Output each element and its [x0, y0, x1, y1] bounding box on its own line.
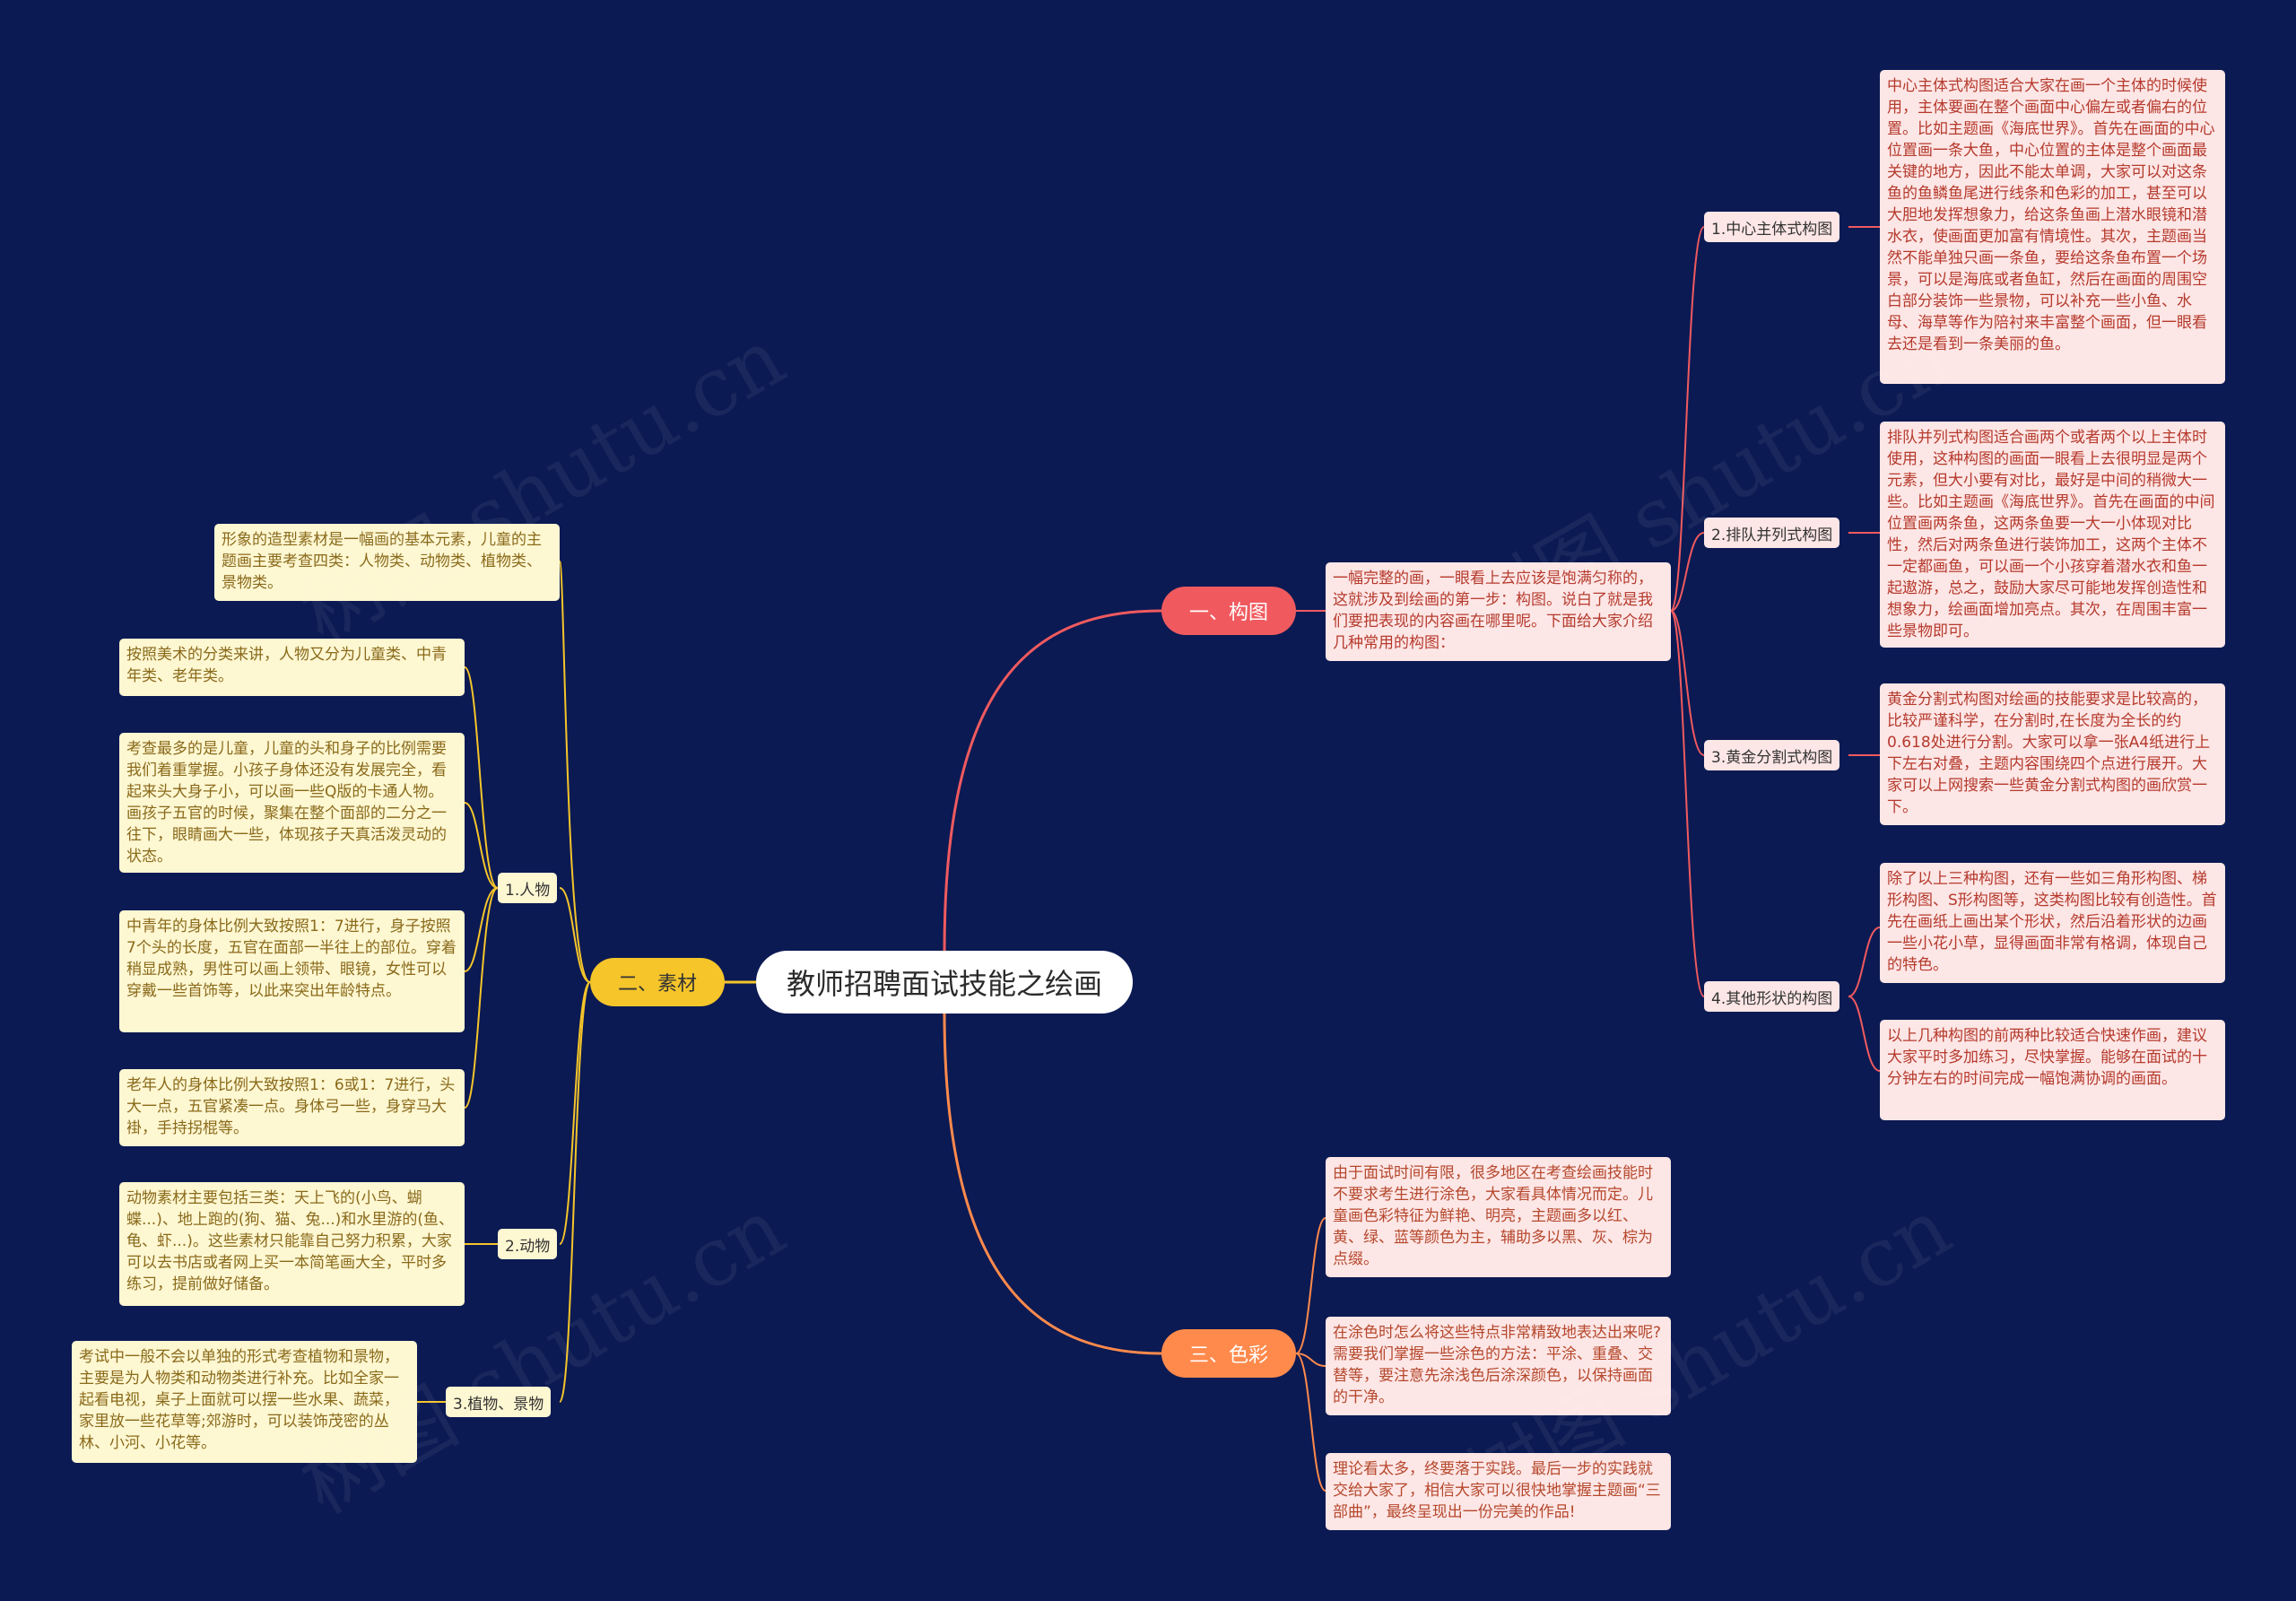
edge-b1-sub2	[1670, 532, 1705, 612]
edge-b3-t1	[1295, 1217, 1326, 1354]
composition-golden-text: 黄金分割式构图对绘画的技能要求是比较高的，比较严谨科学，在分割时,在长度为全长的…	[1880, 683, 2225, 825]
composition-other-text-1: 除了以上三种构图，还有一些如三角形构图、梯形构图、S形构图等，这类构图比较有创造…	[1880, 863, 2225, 983]
edge-root-b3	[943, 1013, 1162, 1355]
edge-root-b1	[943, 609, 1162, 952]
edge-sub4-text1	[1848, 927, 1881, 997]
people-text-4: 老年人的身体比例大致按照1：6或1：7进行，头大一点，五官紧凑一点。身体弓一些，…	[119, 1069, 465, 1146]
materials-animals[interactable]: 2.动物	[498, 1229, 558, 1259]
branch-materials[interactable]: 二、素材	[590, 958, 725, 1006]
edge-b2-sub2	[559, 981, 591, 1245]
composition-center-text: 中心主体式构图适合大家在画一个主体的时候使用，主体要画在整个画面中心偏左或者偏右…	[1880, 70, 2225, 384]
edge-b3-t2	[1295, 1353, 1326, 1367]
materials-people[interactable]: 1.人物	[498, 873, 558, 903]
people-text-3: 中青年的身体比例大致按照1：7进行，身子按照7个头的长度，五官在面部一半往上的部…	[119, 910, 465, 1032]
edge-b2-sub1	[559, 887, 591, 983]
edge-b3-t3	[1295, 1353, 1326, 1492]
composition-parallel-text: 排队并列式构图适合画两个或者两个以上主体时使用，这种构图的画面一眼看上去很明显是…	[1880, 422, 2225, 648]
edge-sub4-text2	[1848, 996, 1881, 1072]
materials-plants-scenery[interactable]: 3.植物、景物	[446, 1387, 552, 1417]
color-text-1: 由于面试时间有限，很多地区在考查绘画技能时不要求考生进行涂色，大家看具体情况而定…	[1326, 1157, 1671, 1277]
materials-intro: 形象的造型素材是一幅画的基本元素，儿童的主题画主要考查四类：人物类、动物类、植物…	[214, 524, 560, 601]
animals-text: 动物素材主要包括三类：天上飞的(小鸟、蝴蝶...)、地上跑的(狗、猫、兔...)…	[119, 1182, 465, 1306]
branch-composition[interactable]: 一、构图	[1161, 587, 1296, 635]
edge-b1-sub3	[1670, 610, 1705, 756]
edge-p1-t3	[464, 887, 499, 972]
edge-b2-intro	[559, 561, 591, 983]
color-text-3: 理论看太多，终要落于实践。最后一步的实践就交给大家了，相信大家可以很快地掌握主题…	[1326, 1453, 1671, 1530]
edge-p1-t2	[464, 802, 499, 889]
composition-golden[interactable]: 3.黄金分割式构图	[1704, 740, 1840, 770]
edge-p1-t4	[464, 887, 499, 1109]
composition-other[interactable]: 4.其他形状的构图	[1704, 981, 1840, 1012]
composition-parallel[interactable]: 2.排队并列式构图	[1704, 518, 1840, 548]
composition-other-text-2: 以上几种构图的前两种比较适合快速作画，建议大家平时多加练习，尽快掌握。能够在面试…	[1880, 1020, 2225, 1120]
branch-color[interactable]: 三、色彩	[1161, 1329, 1296, 1378]
composition-intro: 一幅完整的画，一眼看上去应该是饱满匀称的，这就涉及到绘画的第一步：构图。说白了就…	[1326, 562, 1671, 661]
composition-center[interactable]: 1.中心主体式构图	[1704, 212, 1840, 242]
root-node[interactable]: 教师招聘面试技能之绘画	[756, 951, 1133, 1014]
people-text-1: 按照美术的分类来讲，人物又分为儿童类、中青年类、老年类。	[119, 639, 465, 696]
color-text-2: 在涂色时怎么将这些特点非常精致地表达出来呢?需要我们掌握一些涂色的方法：平涂、重…	[1326, 1317, 1671, 1415]
edge-b1-sub1	[1670, 226, 1705, 612]
edge-p1-t1	[464, 666, 499, 889]
people-text-2: 考查最多的是儿童，儿童的头和身子的比例需要我们着重掌握。小孩子身体还没有发展完全…	[119, 733, 465, 873]
edge-b1-sub4	[1670, 610, 1705, 997]
edge-b2-sub3	[559, 981, 591, 1403]
plants-scenery-text: 考试中一般不会以单独的形式考查植物和景物，主要是为人物类和动物类进行补充。比如全…	[72, 1341, 417, 1463]
